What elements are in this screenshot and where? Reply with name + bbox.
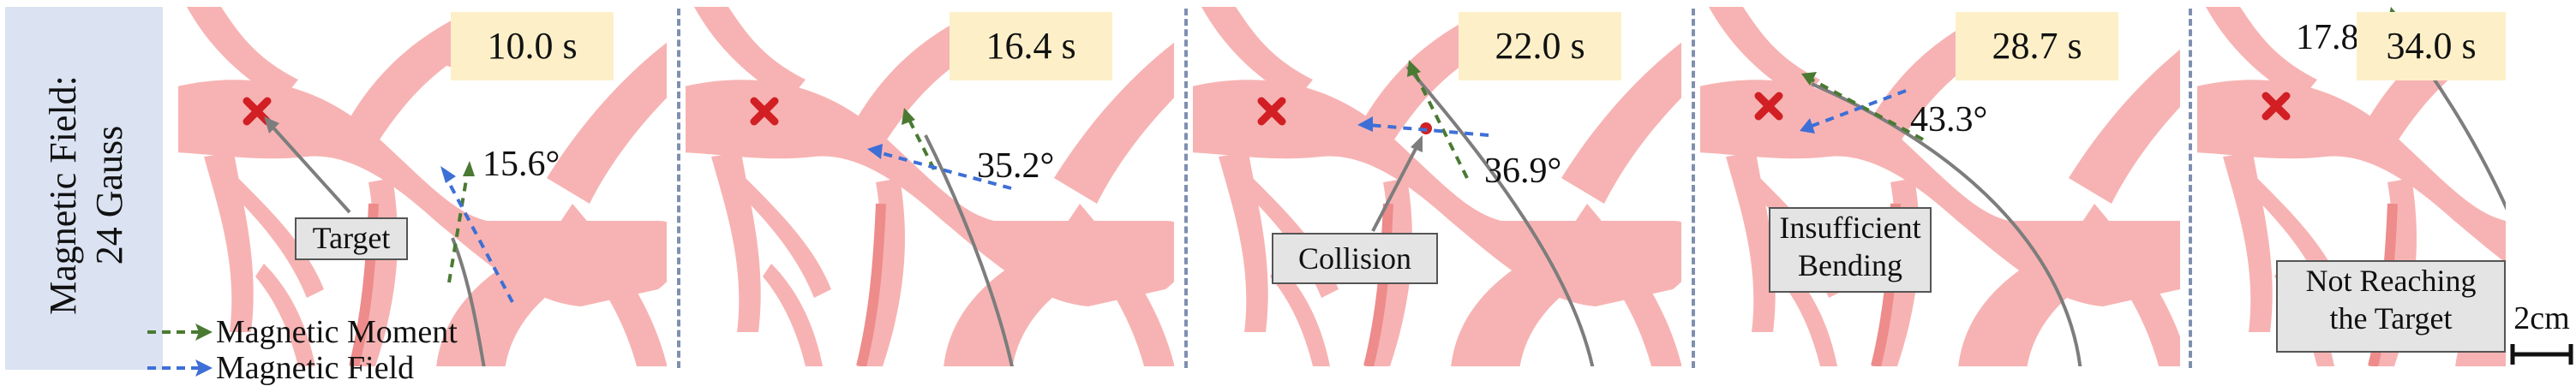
catheter — [924, 134, 1014, 366]
scale-bar: 2cm — [2509, 300, 2574, 368]
panel-divider — [1184, 9, 1188, 368]
scale-bar-label: 2cm — [2513, 300, 2570, 336]
target-marker-icon — [2261, 92, 2291, 121]
angle-label: 43.3° — [1910, 100, 1988, 140]
target-pointer — [269, 123, 351, 214]
side-label-line2: 24 Gauss — [88, 125, 130, 265]
collision-pointer — [1371, 145, 1419, 232]
time-label: 16.4 s — [950, 12, 1112, 80]
panel-1: 10.0 s 15.6° Target — [178, 7, 667, 366]
legend-field-text: Magnetic Field — [216, 350, 415, 386]
angle-label: 35.2° — [977, 146, 1055, 186]
magnetic-field-arrow — [444, 175, 514, 303]
vessel-image — [1193, 7, 1681, 366]
magnetic-field-arrow — [1809, 89, 1907, 128]
catheter — [1405, 65, 1595, 366]
moment-legend-icon — [147, 324, 213, 341]
panel-divider — [1692, 9, 1695, 368]
panel-divider — [2189, 9, 2192, 368]
scale-bar-line — [2510, 344, 2573, 365]
panel-4: 28.7 s 43.3° Insufficient Bending — [1700, 7, 2180, 366]
target-marker-icon — [750, 97, 779, 126]
target-marker-icon — [243, 97, 272, 126]
target-marker-icon — [1754, 92, 1783, 121]
target-marker-icon — [1257, 97, 1286, 126]
magnetic-field-arrow — [1368, 123, 1489, 137]
side-label-line1: Magnetic Field: — [42, 75, 84, 315]
vessel-image — [686, 7, 1174, 366]
legend-field: Magnetic Field — [144, 351, 504, 385]
side-label-box: Magnetic Field: 24 Gauss — [5, 7, 163, 370]
side-label: Magnetic Field: 24 Gauss — [40, 15, 133, 375]
callout-line2: Bending — [1798, 248, 1902, 282]
time-label: 28.7 s — [1956, 12, 2118, 80]
callout-line1: Insufficient — [1779, 211, 1921, 245]
panel-5: 17.8° 34.0 s Not Reaching the Target — [2197, 7, 2506, 366]
legend-moment: Magnetic Moment — [144, 315, 504, 349]
magnetic-field-arrow — [878, 151, 1012, 190]
vessel-image — [1700, 7, 2180, 366]
not-reaching-target-callout: Not Reaching the Target — [2276, 260, 2506, 353]
time-label: 22.0 s — [1459, 12, 1621, 80]
time-label: 34.0 s — [2357, 12, 2506, 80]
catheter — [1811, 82, 2082, 366]
magnetic-moment-arrow — [1412, 70, 1469, 179]
target-callout: Target — [295, 217, 408, 260]
insufficient-bending-callout: Insufficient Bending — [1769, 207, 1932, 293]
angle-label: 36.9° — [1484, 151, 1562, 191]
panel-2: 16.4 s 35.2° — [686, 7, 1174, 366]
catheter — [451, 237, 486, 366]
field-legend-icon — [147, 359, 213, 377]
time-label: 10.0 s — [451, 12, 614, 80]
magnetic-moment-arrow — [1811, 78, 1924, 141]
callout-line1: Not Reaching — [2305, 264, 2477, 298]
legend-moment-text: Magnetic Moment — [216, 314, 458, 350]
magnetic-moment-arrow — [907, 117, 936, 170]
magnetic-moment-arrow — [447, 169, 470, 283]
angle-label: 15.6° — [482, 145, 560, 184]
vessel-image — [178, 7, 667, 366]
callout-line2: the Target — [2329, 301, 2453, 336]
panel-divider — [677, 9, 680, 368]
collision-callout: Collision — [1272, 233, 1438, 284]
panel-3: 22.0 s 36.9° Collision — [1193, 7, 1681, 366]
